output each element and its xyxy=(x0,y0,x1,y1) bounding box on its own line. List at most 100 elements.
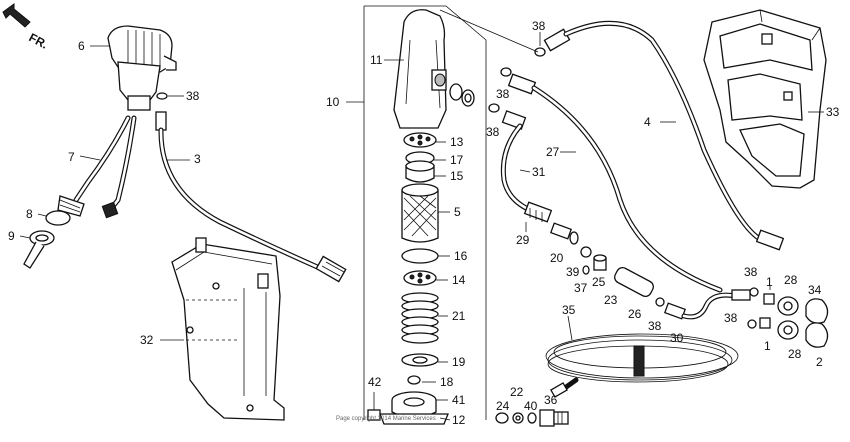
part-o-ring xyxy=(655,297,665,307)
part-label-38e: 38 xyxy=(648,319,662,333)
part-label-1a: 1 xyxy=(766,275,773,289)
part-pin-18 xyxy=(407,375,421,385)
part-label-42: 42 xyxy=(368,375,382,389)
part-label-38g: 38 xyxy=(724,311,738,325)
part-grommet-8 xyxy=(45,210,71,226)
part-pipe-30 xyxy=(663,289,751,320)
part-washer-19 xyxy=(401,353,439,367)
part-label-3: 3 xyxy=(194,152,201,166)
part-label-38a: 38 xyxy=(186,89,200,103)
part-hose-27 xyxy=(507,73,723,293)
part-label-38f: 38 xyxy=(744,265,758,279)
part-o-ring xyxy=(749,287,759,297)
part-coil-35 xyxy=(545,333,739,398)
part-label-7: 7 xyxy=(68,150,75,164)
part-bushing-9 xyxy=(23,230,55,269)
part-label-9: 9 xyxy=(8,229,15,243)
part-fitting-25 xyxy=(593,254,607,271)
part-label-16: 16 xyxy=(454,249,468,263)
group-bracket xyxy=(363,5,487,420)
part-label-27: 27 xyxy=(546,145,560,159)
part-label-28b: 28 xyxy=(788,347,802,361)
part-label-22: 22 xyxy=(510,385,524,399)
part-label-10: 10 xyxy=(326,95,340,109)
part-cap-15 xyxy=(405,160,435,183)
part-label-21: 21 xyxy=(452,309,466,323)
part-tube-7 xyxy=(57,115,137,219)
part-label-8: 8 xyxy=(26,207,33,221)
part-hose-3 xyxy=(155,111,347,283)
part-label-15: 15 xyxy=(450,169,464,183)
part-housing-33 xyxy=(703,9,827,189)
part-label-13: 13 xyxy=(450,135,464,149)
part-label-14: 14 xyxy=(452,273,466,287)
part-label-34: 34 xyxy=(808,283,822,297)
part-label-33: 33 xyxy=(826,105,840,119)
part-seal-37 xyxy=(582,265,590,275)
part-label-29: 29 xyxy=(516,233,530,247)
part-label-24: 24 xyxy=(496,399,510,413)
part-o-ring xyxy=(534,47,546,57)
part-label-26: 26 xyxy=(628,307,642,321)
part-label-28a: 28 xyxy=(784,273,798,287)
part-o-ring xyxy=(747,319,757,329)
part-label-25: 25 xyxy=(592,275,606,289)
part-cap-34 xyxy=(805,298,829,324)
part-reservoir-assembly xyxy=(107,25,177,111)
part-disc-13 xyxy=(403,132,437,148)
direction-label: FR. xyxy=(27,30,51,51)
part-o-ring xyxy=(488,103,500,113)
part-plate-16 xyxy=(401,248,439,264)
part-label-11: 11 xyxy=(370,53,383,67)
part-label-37: 37 xyxy=(574,281,588,295)
part-filter-5 xyxy=(401,183,439,243)
part-union-1b xyxy=(759,317,771,329)
part-fitting-20 xyxy=(549,222,579,245)
part-label-5: 5 xyxy=(454,205,461,219)
part-o-ring xyxy=(500,67,512,77)
part-label-35: 35 xyxy=(562,303,576,317)
part-label-20: 20 xyxy=(550,251,564,265)
part-disc-14 xyxy=(403,270,437,286)
part-label-6: 6 xyxy=(78,39,85,53)
part-label-23: 23 xyxy=(604,293,618,307)
part-label-38b: 38 xyxy=(532,19,546,33)
part-cylinder-11 xyxy=(393,9,447,129)
part-union-1a xyxy=(763,293,775,305)
part-fitting-seals xyxy=(449,83,475,107)
part-housing-32 xyxy=(171,237,285,421)
part-label-1b: 1 xyxy=(764,339,771,353)
part-label-17: 17 xyxy=(450,153,464,167)
part-label-12: 12 xyxy=(452,413,466,427)
part-connector-36 xyxy=(539,409,569,427)
part-label-41: 41 xyxy=(452,393,466,407)
part-base-41 xyxy=(379,391,449,425)
part-label-32: 32 xyxy=(140,333,154,347)
part-sleeve-23 xyxy=(614,267,654,297)
part-label-18: 18 xyxy=(440,375,454,389)
part-label-39: 39 xyxy=(566,265,580,279)
part-label-19: 19 xyxy=(452,355,466,369)
front-direction-arrow-icon xyxy=(2,3,31,28)
part-nut-28a xyxy=(777,296,799,316)
part-label-36: 36 xyxy=(544,393,558,407)
part-bolt-42 xyxy=(367,392,381,421)
part-nut-28b xyxy=(777,320,799,340)
part-label-40: 40 xyxy=(524,399,538,413)
part-seal-40 xyxy=(527,412,537,424)
part-tube-31 xyxy=(500,110,533,213)
part-washer-22 xyxy=(512,412,524,424)
part-ball-39 xyxy=(580,246,592,258)
part-cap-2 xyxy=(805,322,829,348)
part-label-38d: 38 xyxy=(486,125,500,139)
part-label-31: 31 xyxy=(532,165,546,179)
part-ring-24 xyxy=(495,412,509,424)
part-hose-4 xyxy=(543,20,785,251)
footer-copyright: Page copyright 2014 Marine Services xyxy=(336,416,436,422)
part-label-38c: 38 xyxy=(496,87,510,101)
part-label-4: 4 xyxy=(644,115,651,129)
part-spring-21 xyxy=(401,292,439,344)
part-label-2: 2 xyxy=(816,355,823,369)
part-o-ring xyxy=(156,92,168,100)
